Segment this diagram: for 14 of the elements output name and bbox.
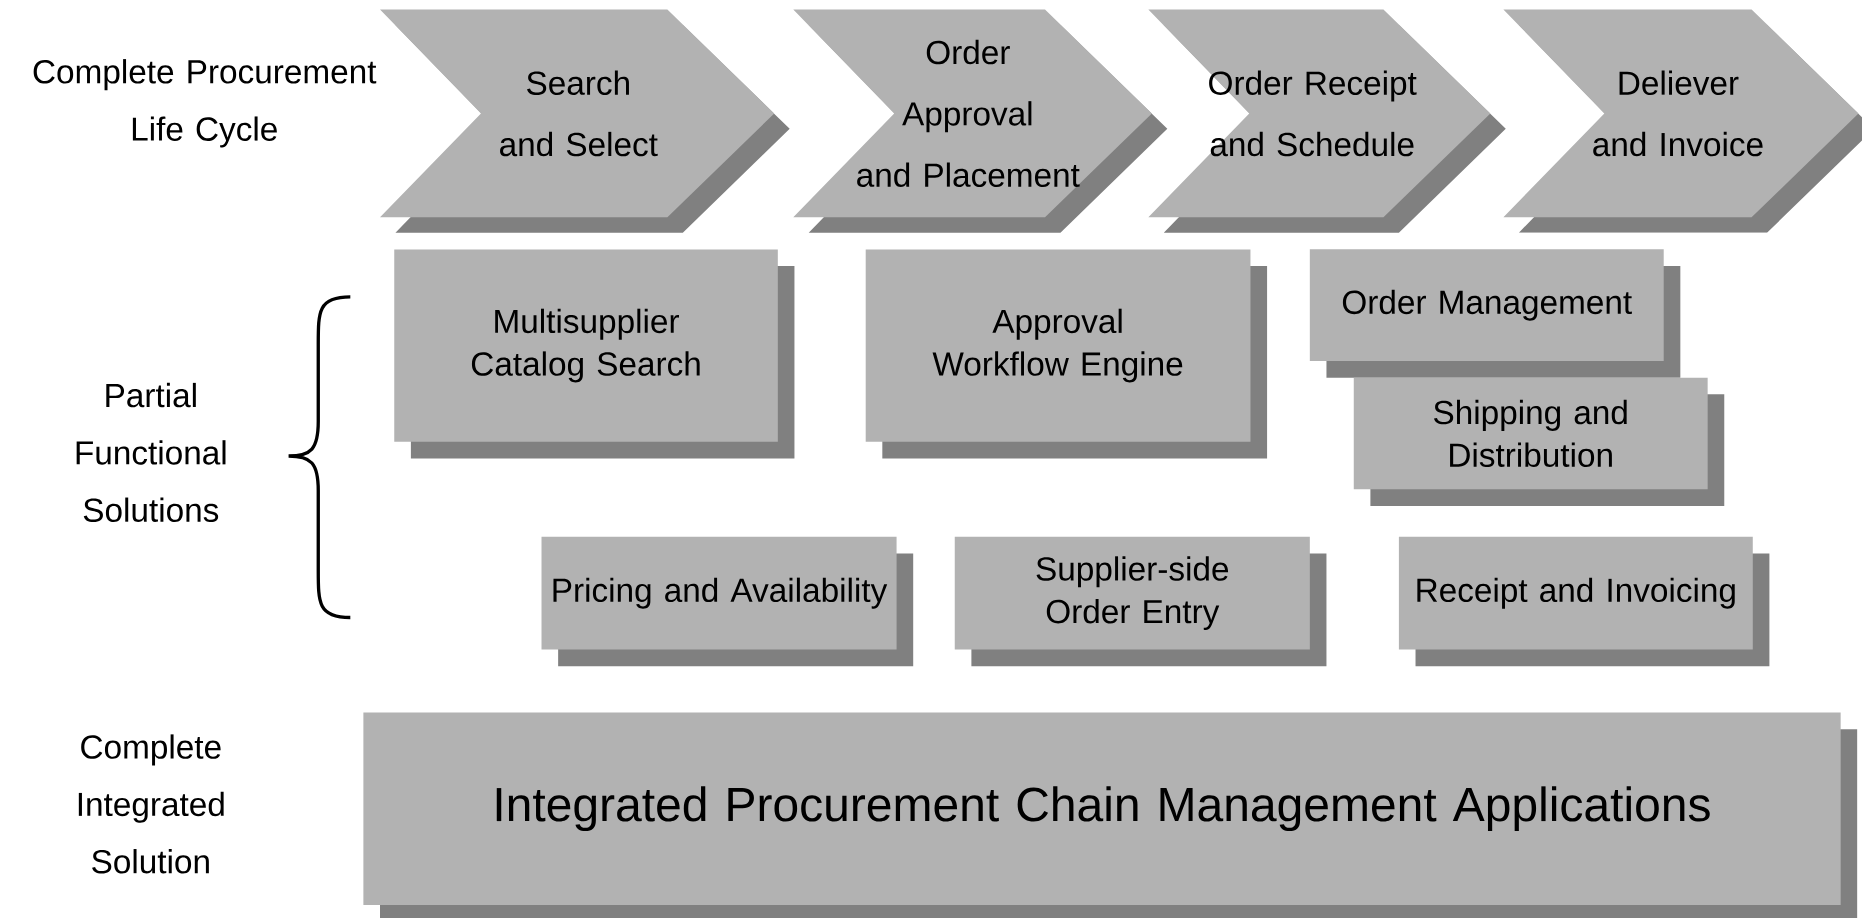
process-box: Receipt and Invoicing (1398, 536, 1770, 667)
process-box: Shipping and Distribution (1353, 377, 1725, 506)
process-box: Pricing and Availability (541, 536, 914, 667)
process-step: Order Receipt and Schedule (1148, 9, 1506, 233)
process-step: Order Approval and Placement (793, 9, 1168, 233)
side-label: Complete Integrated Solution (78, 734, 224, 874)
process-box: Multisupplier Catalog Search (394, 249, 795, 459)
process-step: Search and Select (380, 9, 790, 233)
process-box: Order Management (1309, 249, 1681, 378)
process-box: Approval Workflow Engine (865, 249, 1268, 459)
process-box: Integrated Procurement Chain Management Applications (363, 712, 1858, 918)
side-label: Partial Functional Solutions (76, 382, 226, 523)
process-box: Supplier-side Order Entry (954, 536, 1327, 667)
process-step: Deliever and Invoice (1503, 9, 1862, 233)
